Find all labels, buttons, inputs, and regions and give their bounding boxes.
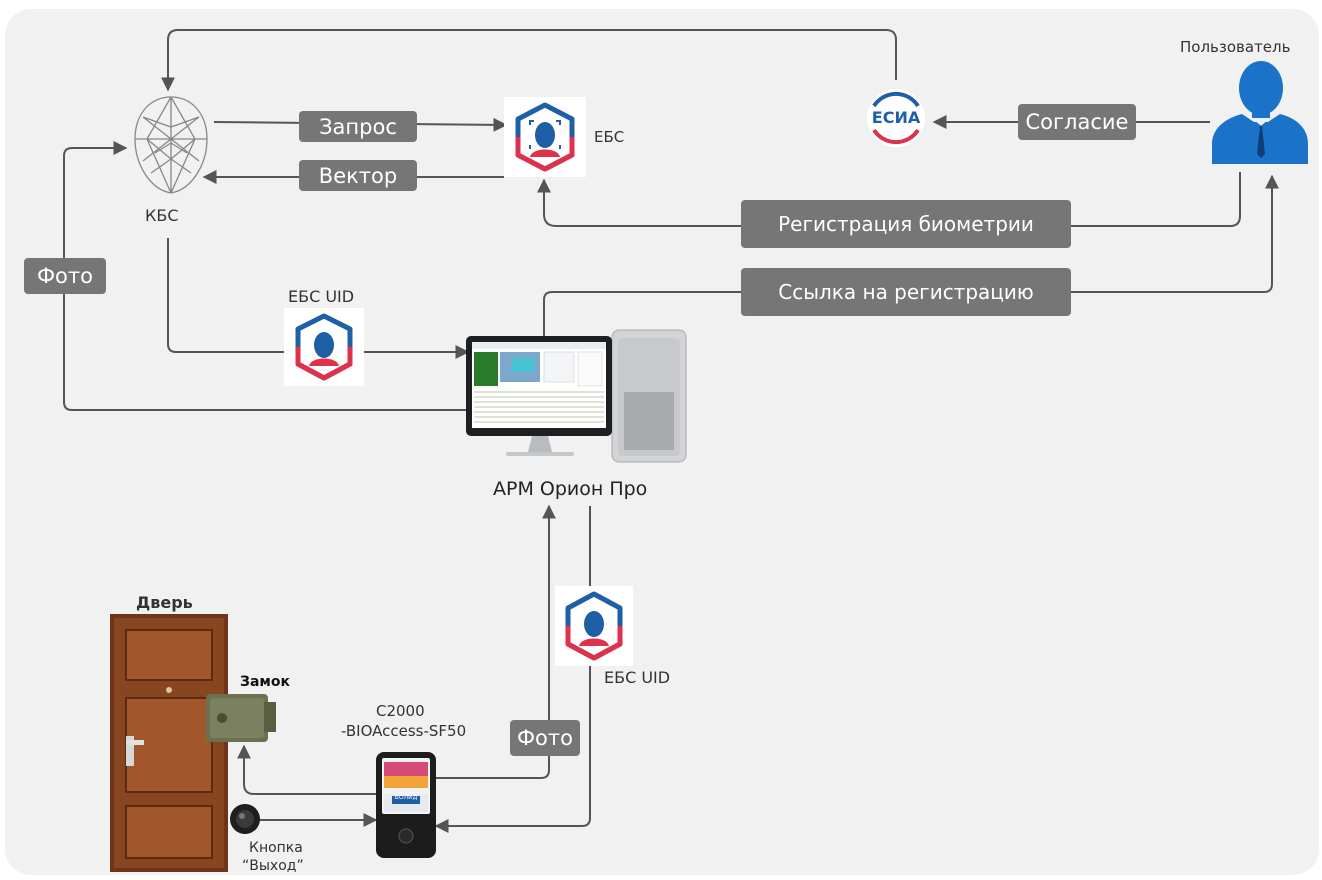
edge-reader-lock: [237, 744, 376, 795]
node-label-reader-line1: С2000: [376, 702, 425, 720]
reader-brand-text: БОЛИД: [394, 794, 418, 801]
arm-workstation-icon: [466, 329, 687, 463]
edge-esia-to-kbs: [161, 29, 897, 92]
edge-label-bio-registration: Регистрация биометрии: [741, 200, 1071, 248]
face-mesh-icon: [134, 96, 208, 194]
node-label-reader-line2: -BIOAccess-SF50: [341, 722, 467, 740]
edge-reader-photo: [436, 504, 556, 779]
node-label-door: Дверь: [136, 593, 193, 612]
ebs-uid-logo-card-top: [284, 308, 364, 386]
biometric-reader-icon: [376, 752, 436, 858]
ebs-logo-card-main: [504, 97, 586, 177]
esia-logo: [867, 89, 925, 147]
door-icon: [110, 614, 228, 872]
node-label-exit-button-line1: Кнопка: [249, 840, 303, 856]
ebs-uid-logo-icon-bottom: [565, 591, 623, 661]
edge-kbs-uid: [167, 238, 470, 359]
edge-label-registration-link: Ссылка на регистрацию: [741, 268, 1071, 316]
node-label-exit-button-line2: “Выход”: [242, 858, 304, 874]
node-label-ebs: ЕБС: [594, 128, 625, 146]
exit-button-icon: [230, 804, 260, 834]
ebs-logo-icon: [515, 102, 575, 172]
node-label-user: Пользователь: [1180, 38, 1291, 56]
edge-label-vector: Вектор: [299, 160, 417, 191]
esia-logo-text: ЕСИА: [871, 108, 921, 127]
node-label-lock: Замок: [240, 674, 290, 690]
ebs-uid-logo-card-bottom: [555, 586, 633, 666]
lock-icon: [206, 694, 276, 742]
node-label-arm: АРМ Орион Про: [493, 478, 648, 500]
user-avatar-icon: [1212, 61, 1308, 164]
edge-arm-uid: [434, 506, 591, 833]
edge-label-request: Запрос: [299, 111, 417, 142]
node-label-ebs-uid-bottom: ЕБС UID: [604, 668, 671, 687]
edge-label-photo-left: Фото: [24, 258, 106, 294]
edge-label-consent: Согласие: [1018, 104, 1136, 140]
ebs-uid-logo-icon: [295, 313, 353, 381]
edge-label-photo-bottom: Фото: [510, 720, 580, 756]
node-label-kbs: КБС: [145, 206, 179, 225]
node-label-ebs-uid-top: ЕБС UID: [288, 287, 355, 306]
